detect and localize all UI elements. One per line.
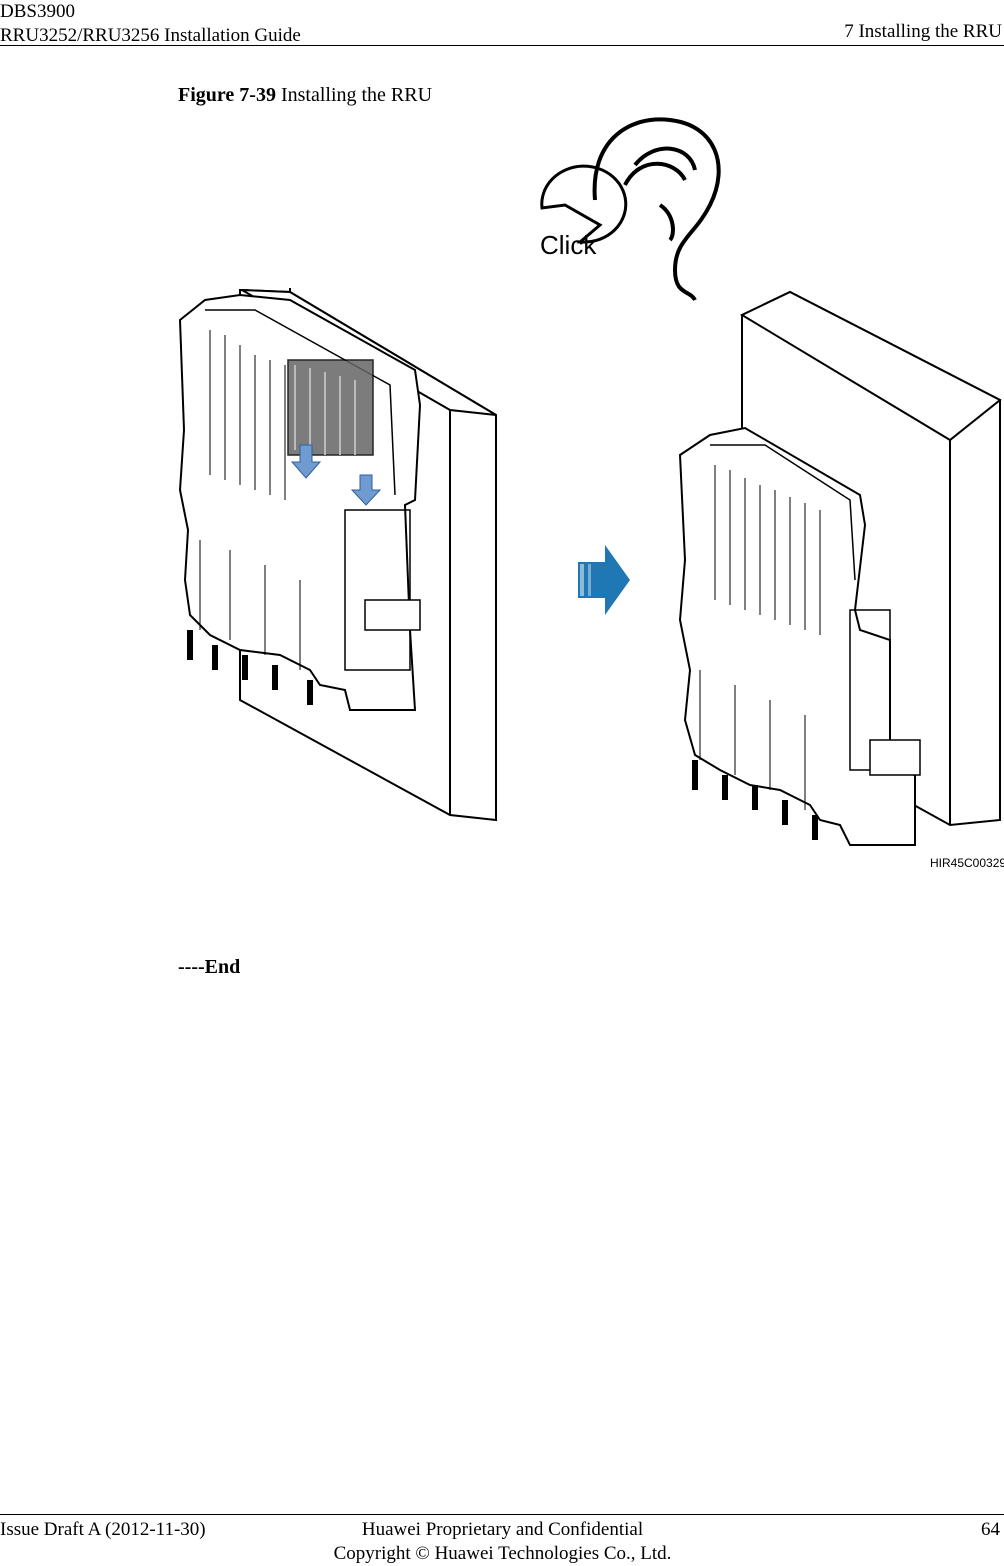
down-arrow-icons bbox=[290, 444, 382, 506]
figure-number: Figure 7-39 bbox=[178, 84, 276, 106]
rru-installation-figure: Click H bbox=[170, 110, 1004, 875]
footer-page-number: 64 bbox=[981, 1519, 1000, 1540]
ear-icon bbox=[592, 117, 721, 302]
click-speech-bubble bbox=[540, 164, 628, 244]
figure-image-code: HIR45C00329 bbox=[930, 856, 1004, 870]
right-arrow-icon bbox=[578, 545, 630, 615]
end-marker: ----End bbox=[178, 956, 241, 978]
footer-issue: Issue Draft A (2012-11-30) bbox=[0, 1519, 206, 1540]
footer-copyright: Copyright © Huawei Technologies Co., Ltd… bbox=[333, 1543, 672, 1564]
footer-confidentiality: Huawei Proprietary and Confidential bbox=[361, 1519, 644, 1540]
header-product: DBS3900 bbox=[0, 1, 75, 22]
footer-center: Huawei Proprietary and Confidential Copy… bbox=[315, 1518, 690, 1566]
callout-text: Click bbox=[540, 230, 597, 260]
left-rru bbox=[178, 293, 422, 711]
right-rru bbox=[678, 426, 921, 846]
figure-caption: Figure 7-39 Installing the RRU bbox=[178, 82, 432, 108]
figure-title: Installing the RRU bbox=[280, 84, 433, 106]
header-guide-title: RRU3252/RRU3256 Installation Guide bbox=[0, 25, 301, 46]
header-divider bbox=[0, 45, 1004, 46]
footer-divider bbox=[0, 1514, 1004, 1515]
page-header-left: DBS3900 RRU3252/RRU3256 Installation Gui… bbox=[0, 0, 301, 48]
header-chapter: 7 Installing the RRU bbox=[844, 21, 1002, 42]
